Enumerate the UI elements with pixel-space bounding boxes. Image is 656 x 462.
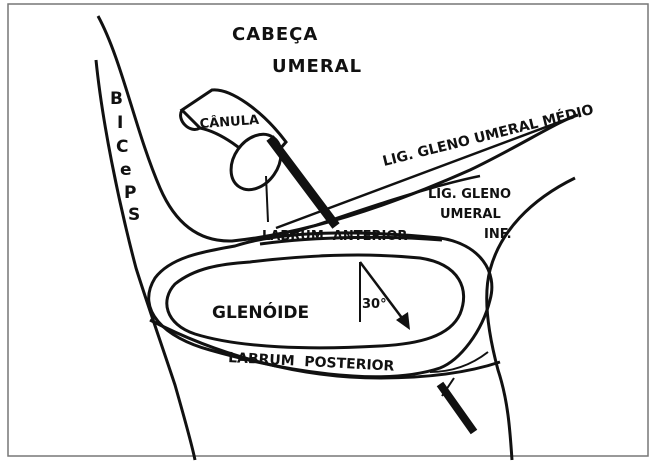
instrument-bar xyxy=(270,138,336,226)
glenoid-inner xyxy=(167,255,464,348)
label-lig-inf-2: UMERAL xyxy=(440,207,501,222)
biceps-letter: S xyxy=(128,205,140,225)
label-cabeca: CABEÇA xyxy=(232,24,318,45)
biceps-letter: P xyxy=(124,183,136,203)
biceps-letter: B xyxy=(110,89,123,109)
biceps-letter: e xyxy=(120,160,132,180)
label-glenoide: GLENÓIDE xyxy=(212,301,309,323)
label-lig-inf-3: INF. xyxy=(484,227,512,242)
angle-indicator xyxy=(360,262,410,330)
biceps-letter: I xyxy=(117,113,123,133)
label-lig-inf-1: LIG. GLENO xyxy=(428,187,511,202)
biceps-letter: C xyxy=(116,137,128,157)
cannula xyxy=(181,90,292,222)
label-biceps: B I C e P S xyxy=(110,89,140,225)
label-labrum-anterior: LABRUM ANTERIOR xyxy=(262,229,407,244)
label-angle: 30° xyxy=(362,297,387,312)
label-umeral: UMERAL xyxy=(272,56,362,77)
